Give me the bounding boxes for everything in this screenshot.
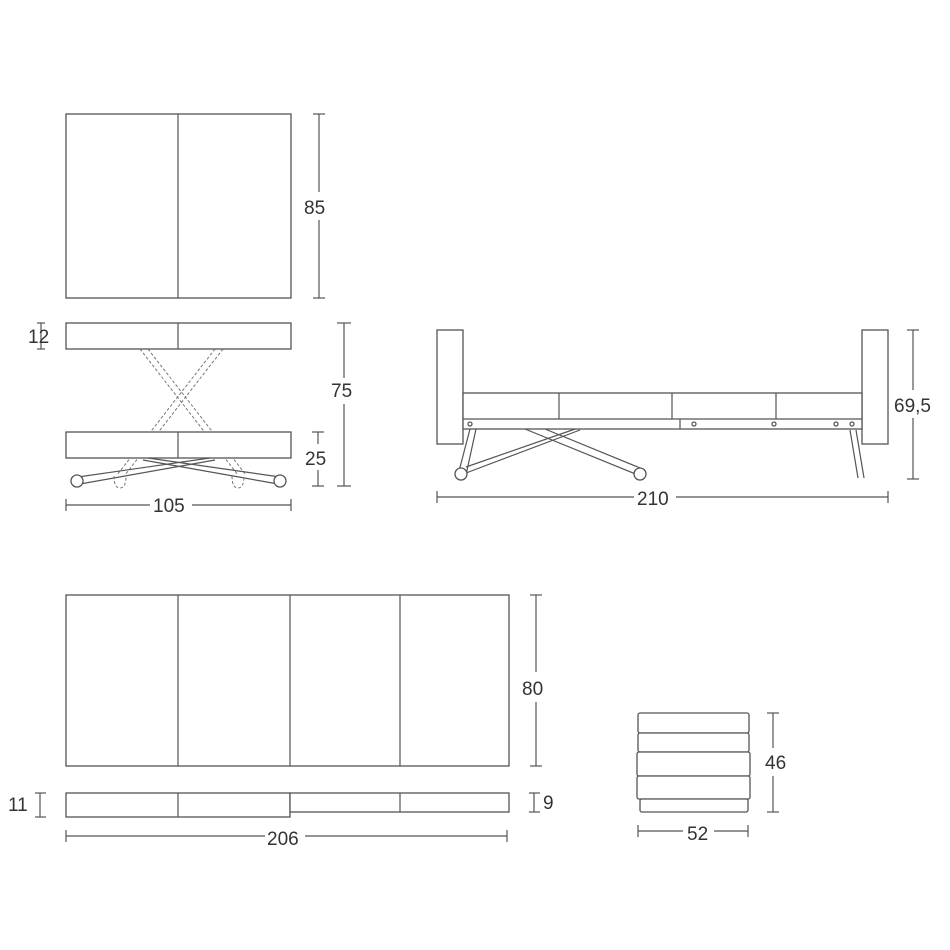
dim-label-9: 9 — [543, 793, 554, 814]
stacked-view: 46 52 — [636, 712, 786, 845]
dim-label-85: 85 — [304, 198, 325, 219]
dim-69-5: 69,5 — [894, 329, 931, 480]
dim-52: 52 — [637, 824, 749, 845]
dim-label-210: 210 — [637, 489, 669, 510]
wheel-left — [70, 474, 84, 488]
dim-105: 105 — [65, 496, 292, 517]
dim-label-105: 105 — [153, 496, 185, 517]
dim-label-80: 80 — [522, 679, 543, 700]
dim-label-46: 46 — [765, 753, 786, 774]
dim-label-69-5: 69,5 — [894, 396, 931, 417]
dim-label-11: 11 — [8, 795, 28, 816]
bed-frame — [462, 392, 863, 430]
bed-headboard-right — [861, 329, 889, 445]
dim-label-52: 52 — [687, 824, 708, 845]
table-side-view: 12 75 25 105 — [28, 322, 352, 517]
dim-label-25: 25 — [305, 449, 326, 470]
dim-label-12: 12 — [28, 327, 49, 348]
dim-25: 25 — [305, 431, 326, 487]
bed-side-view: 69,5 210 — [436, 329, 931, 510]
bed-headboard-left — [436, 329, 464, 445]
dim-label-206: 206 — [267, 829, 299, 850]
mattress-outline — [65, 594, 510, 767]
dim-75: 75 — [331, 322, 352, 487]
mattress-side-view: 11 9 206 — [8, 792, 554, 850]
dim-label-75: 75 — [331, 381, 352, 402]
table-top-view: 85 — [65, 113, 325, 299]
dim-210: 210 — [436, 489, 889, 510]
dim-85: 85 — [304, 113, 325, 299]
dim-9: 9 — [529, 792, 554, 814]
dim-206: 206 — [65, 829, 508, 850]
mattress-top-view: 80 — [65, 594, 543, 767]
dim-80: 80 — [522, 594, 543, 767]
dim-46: 46 — [765, 712, 786, 813]
dim-12: 12 — [28, 322, 49, 350]
wheel-right — [273, 474, 287, 488]
dim-11: 11 — [8, 792, 46, 818]
